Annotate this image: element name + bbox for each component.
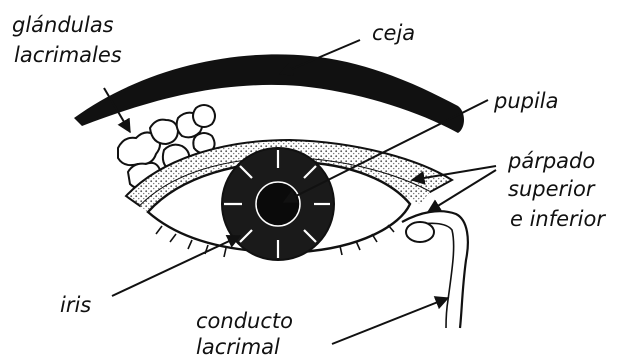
pointer-conducto	[332, 298, 448, 344]
label-parpado-line2: superior	[508, 177, 596, 201]
pupil	[256, 182, 300, 226]
label-conducto-line1: conducto	[196, 309, 293, 333]
label-glandulas-line1: glándulas	[12, 13, 114, 37]
eyebrow	[74, 54, 464, 133]
label-parpado-line3: e inferior	[510, 207, 606, 231]
lacrimal-caruncle	[406, 222, 434, 242]
label-glandulas-line2: lacrimales	[14, 43, 122, 67]
label-iris: iris	[60, 293, 91, 317]
label-conducto-line2: lacrimal	[196, 335, 280, 359]
label-parpado-line1: párpado	[507, 149, 595, 173]
label-pupila: pupila	[493, 89, 559, 113]
label-ceja: ceja	[372, 21, 415, 45]
pointer-iris	[112, 236, 240, 296]
